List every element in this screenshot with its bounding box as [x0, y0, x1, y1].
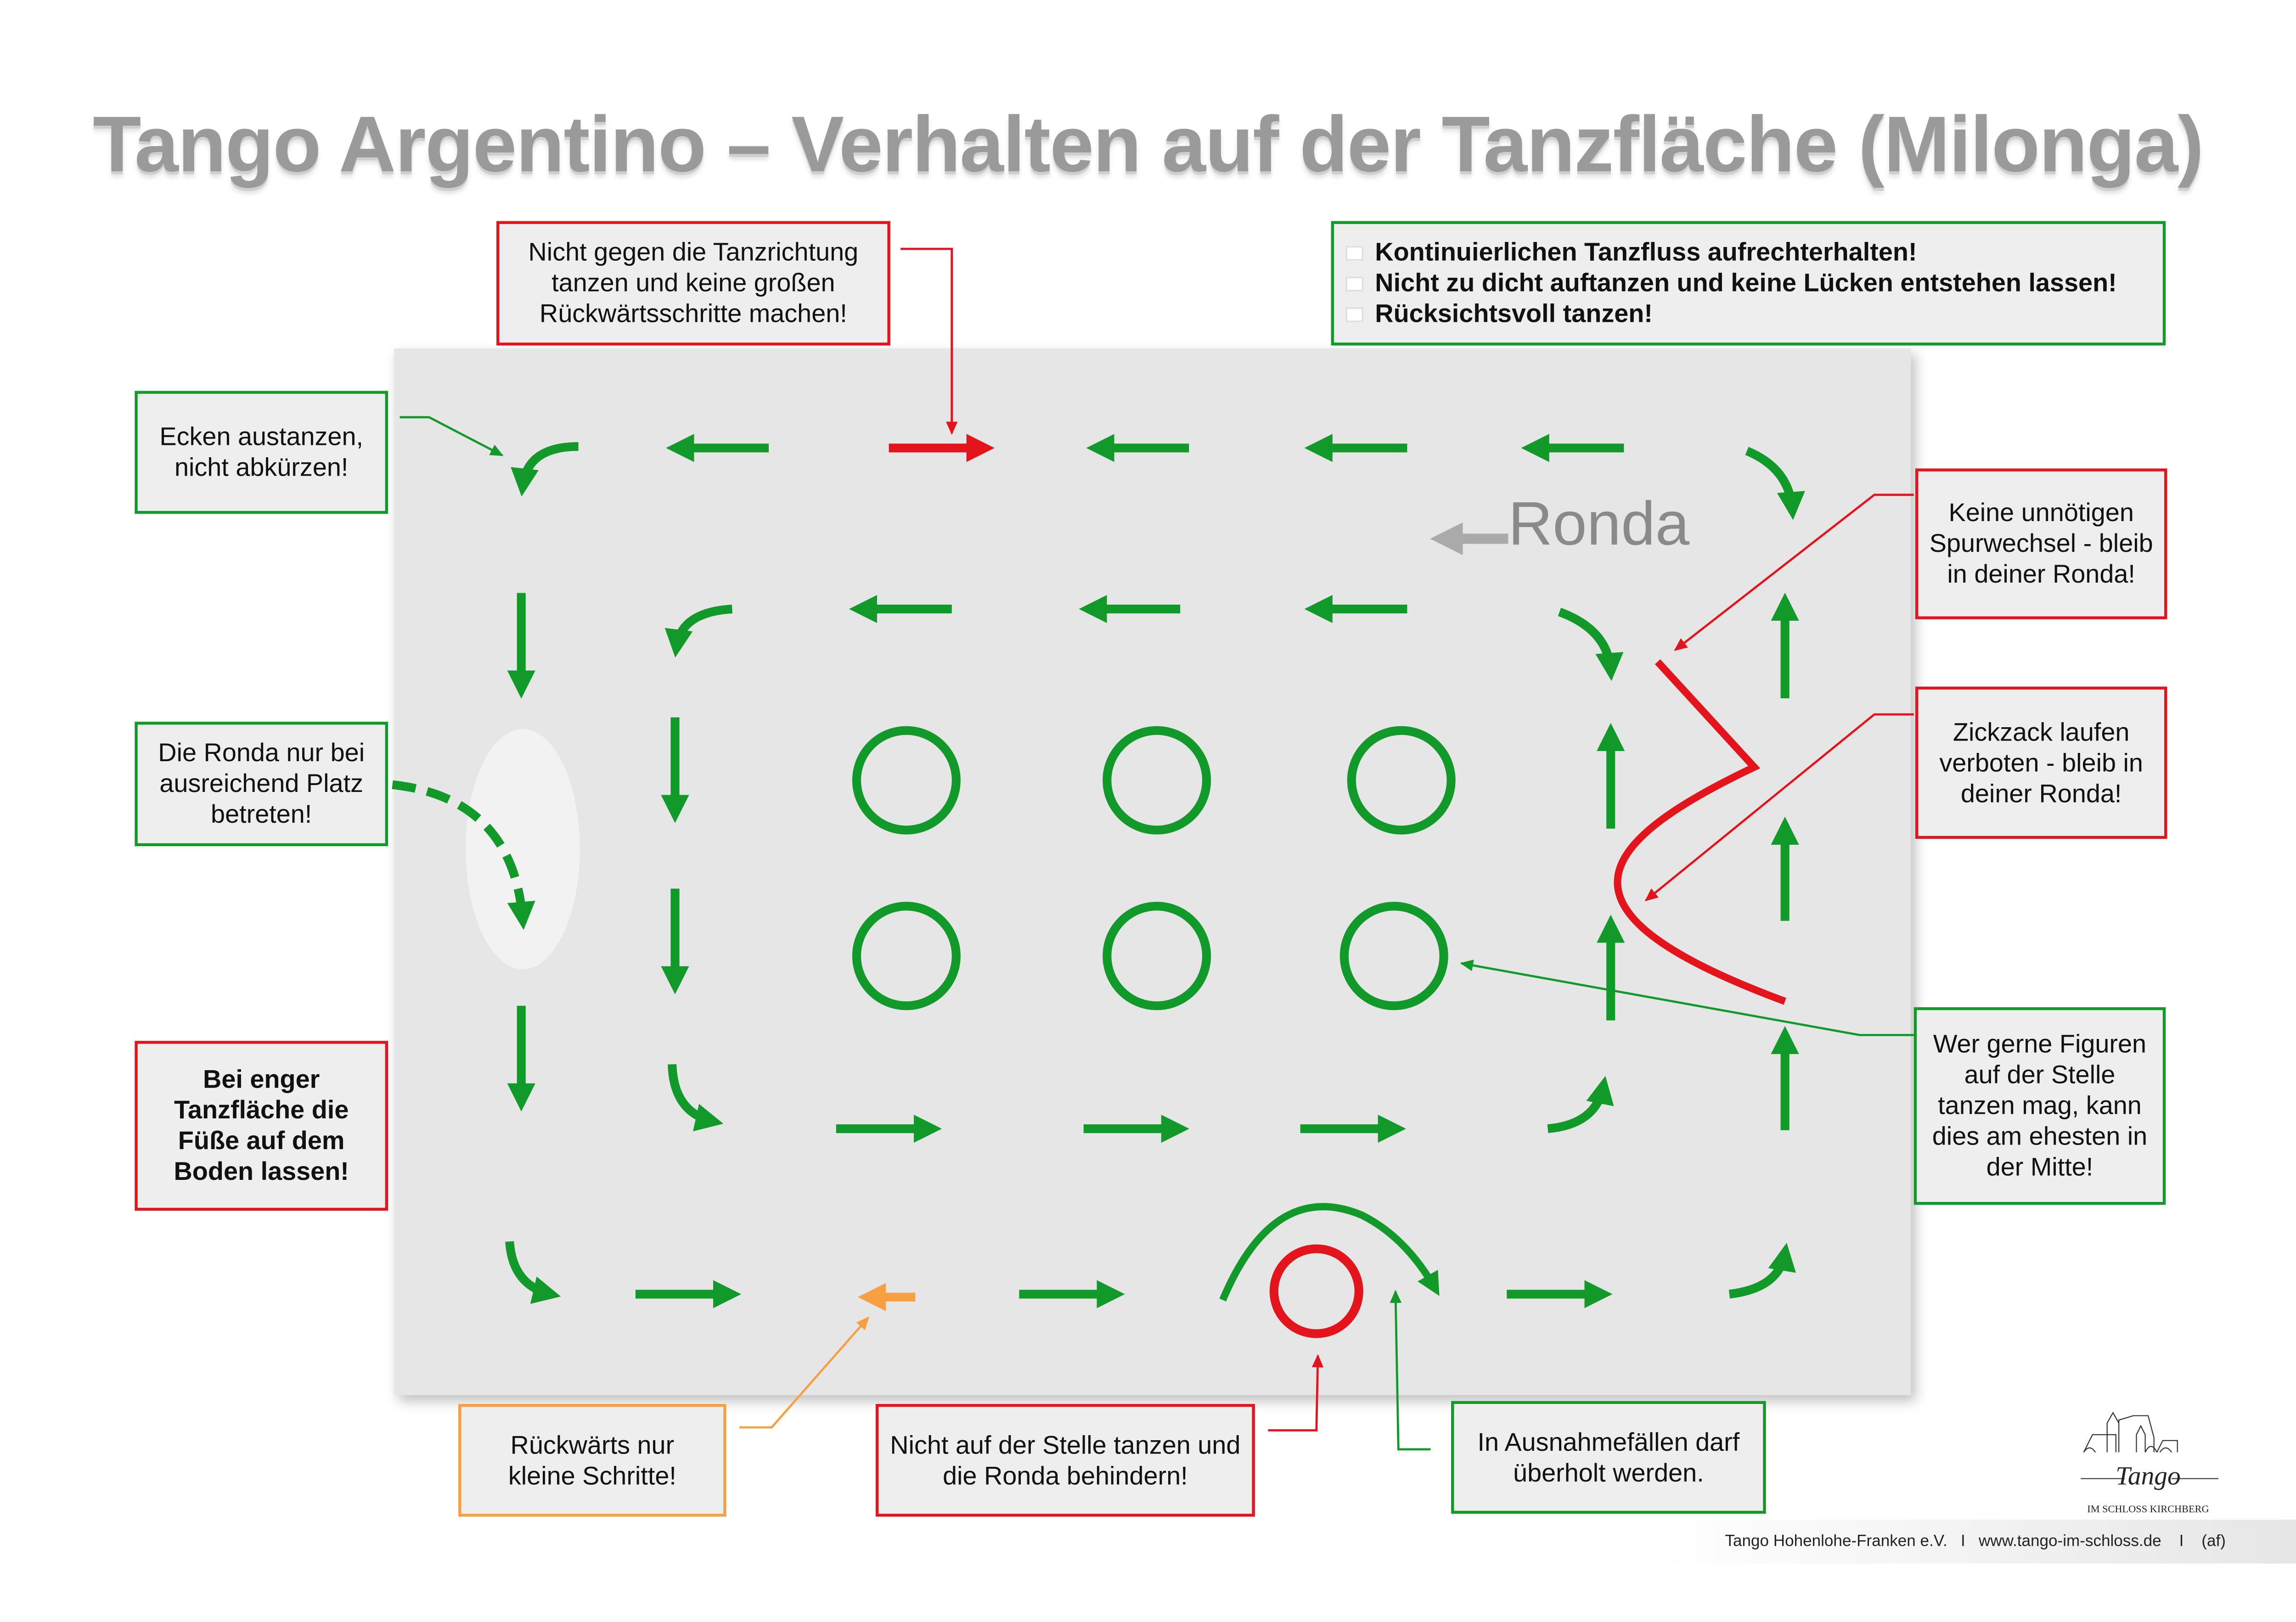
note-stelle: Nicht auf der Stelle tanzen und die Rond…: [875, 1404, 1255, 1517]
note-rueckwaerts: Rückwärts nur kleine Schritte!: [458, 1404, 726, 1517]
ronda-label: Ronda: [1508, 489, 1690, 558]
note-betreten: Die Ronda nur bei ausreichend Platz betr…: [135, 722, 388, 847]
leader-line: [900, 247, 958, 435]
footer-text: Tango Hohenlohe-Franken e.V. I www.tango…: [1725, 1532, 2226, 1550]
leader-line: [1644, 713, 1914, 902]
note-ecken: Ecken austanzen, nicht abkürzen!: [135, 391, 388, 514]
figure-spot-circle: [852, 726, 961, 835]
blocking-spot-circle: [1269, 1244, 1363, 1338]
corner-arrow: [1745, 447, 1805, 520]
zigzag-path: [1614, 659, 1786, 1005]
tango-im-schloss-logo: Tango IM SCHLOSS KIRCHBERG: [2081, 1411, 2219, 1515]
leader-line: [400, 416, 504, 456]
figure-spot-circle: [852, 902, 961, 1010]
figure-spot-circle: [1103, 726, 1211, 835]
corner-arrow: [1547, 1076, 1614, 1134]
leader-line: [1268, 1354, 1324, 1431]
overtake-arrow: [1219, 1203, 1440, 1302]
leader-line: [1390, 1290, 1431, 1451]
note-rules: Kontinuierlichen Tanzfluss aufrechterhal…: [1331, 221, 2166, 346]
rule-item: Rücksichtsvoll tanzen!: [1345, 299, 2117, 330]
figure-spot-circle: [1103, 902, 1211, 1010]
dance-floor: [394, 348, 1911, 1395]
corner-arrow: [664, 604, 732, 658]
note-tanzrichtung: Nicht gegen die Tanzrichtung tanzen und …: [496, 221, 890, 346]
note-figuren: Wer gerne Figuren auf der Stelle tanzen …: [1913, 1007, 2166, 1205]
figure-spot-circle: [1339, 902, 1448, 1010]
note-enger: Bei enger Tanzfläche die Füße auf dem Bo…: [135, 1041, 388, 1211]
rule-item: Kontinuierlichen Tanzfluss aufrechterhal…: [1345, 237, 2117, 268]
svg-text:Tango: Tango: [2116, 1461, 2180, 1490]
entry-zone: [466, 729, 580, 969]
leader-line: [739, 1316, 870, 1429]
figure-spot-circle: [1347, 726, 1456, 835]
corner-arrow: [505, 1241, 561, 1304]
corner-arrow: [1558, 607, 1624, 681]
footer-bar: Tango Hohenlohe-Franken e.V. I www.tango…: [1654, 1519, 2296, 1564]
corner-arrow: [1728, 1242, 1796, 1299]
svg-text:IM SCHLOSS KIRCHBERG: IM SCHLOSS KIRCHBERG: [2087, 1503, 2209, 1515]
note-ueberholen: In Ausnahmefällen darf überholt werden.: [1451, 1401, 1766, 1514]
note-zickzack: Zickzack laufen verboten - bleib in dein…: [1915, 686, 2167, 839]
page-title: Tango Argentino – Verhalten auf der Tanz…: [93, 101, 2204, 189]
rule-item: Nicht zu dicht auftanzen und keine Lücke…: [1345, 268, 2117, 299]
leader-line: [1460, 960, 1914, 1036]
leader-line: [1674, 494, 1914, 651]
corner-arrow: [668, 1064, 724, 1132]
corner-arrow: [511, 442, 579, 497]
note-spurwechsel: Keine unnötigen Spurwechsel - bleib in d…: [1915, 468, 2167, 619]
